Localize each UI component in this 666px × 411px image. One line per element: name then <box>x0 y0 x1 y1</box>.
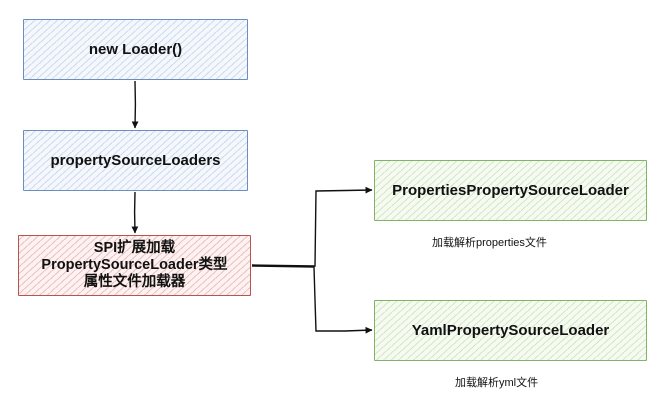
edge-spi-to-yaml <box>251 265 373 334</box>
spi-load-label-line2: PropertySourceLoader类型 <box>41 257 228 273</box>
new-loader-label: new Loader() <box>88 40 183 58</box>
properties-loader-node: PropertiesPropertySourceLoader <box>374 160 647 221</box>
spi-load-node: SPI扩展加载 PropertySourceLoader类型 属性文件加载器 <box>18 235 251 296</box>
yaml-loader-node: YamlPropertySourceLoader <box>374 300 647 361</box>
spi-load-label-line3: 属性文件加载器 <box>83 274 186 290</box>
properties-loader-label: PropertiesPropertySourceLoader <box>392 181 629 199</box>
property-source-loaders-label: propertySourceLoaders <box>50 151 221 169</box>
property-source-loaders-node: propertySourceLoaders <box>23 130 248 191</box>
edge-spi-to-properties <box>251 186 373 267</box>
properties-caption: 加载解析properties文件 <box>432 237 547 249</box>
yaml-caption: 加载解析yml文件 <box>455 377 539 389</box>
new-loader-node: new Loader() <box>23 19 248 80</box>
spi-load-label: SPI扩展加载 PropertySourceLoader类型 属性文件加载器 <box>41 240 227 291</box>
spi-load-label-line1: SPI扩展加载 <box>93 240 176 256</box>
yaml-loader-label: YamlPropertySourceLoader <box>411 321 610 339</box>
